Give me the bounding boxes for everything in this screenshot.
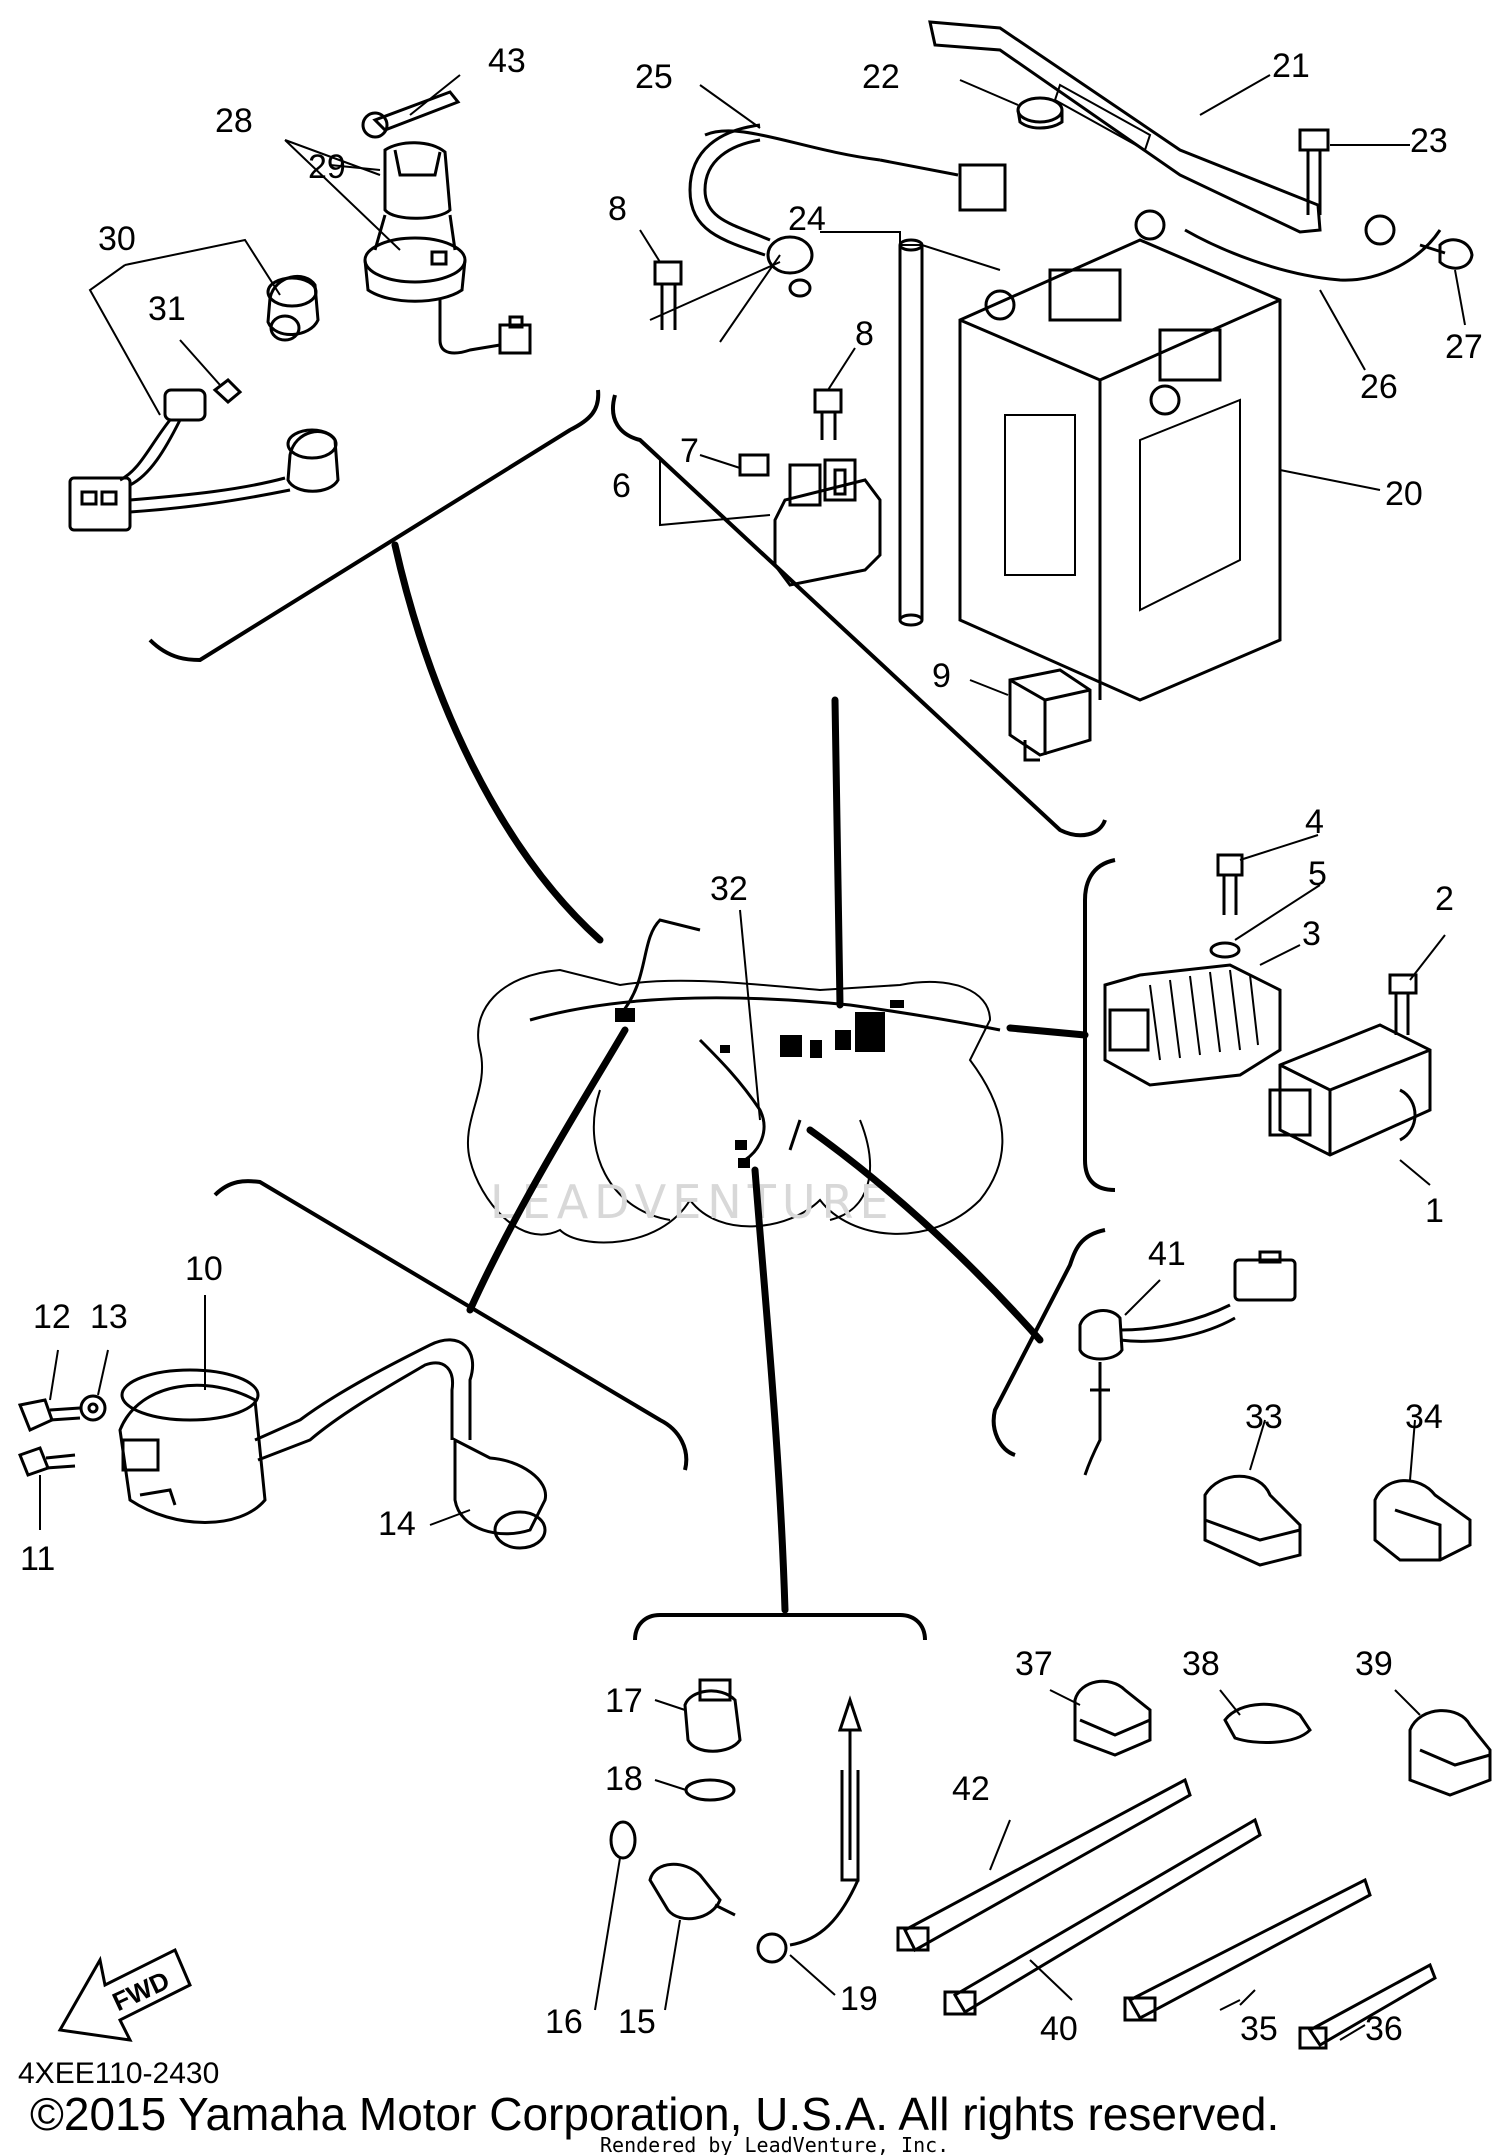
main-switch-assembly [68,90,532,532]
fwd-arrow: FWD [57,1947,192,2042]
callout-11: 11 [20,1540,55,1578]
neutral-switch-assembly [1078,1250,1297,1476]
callout-13: 13 [90,1298,128,1336]
callout-35: 35 [1240,2010,1278,2048]
callout-9: 9 [932,657,951,695]
callout-4: 4 [1305,803,1324,841]
callout-16: 16 [545,2003,583,2041]
atv-silhouette [466,968,1004,1244]
callout-17: 17 [605,1682,643,1720]
callout-25: 25 [635,58,673,96]
callout-32: 32 [710,870,748,908]
battery-assembly [649,20,1474,762]
callout-41: 41 [1148,1235,1186,1273]
watermark: LEADVENTURE [490,1175,895,1229]
callout-18: 18 [605,1760,643,1798]
ignition-coil-assembly [17,1338,547,1550]
cable-ties [896,1777,1437,2050]
callout-28: 28 [215,102,253,140]
rectifier-cdi-assembly [1103,853,1432,1157]
callout-23: 23 [1410,122,1448,160]
callout-43: 43 [488,42,526,80]
callout-38: 38 [1182,1645,1220,1683]
callout-1: 1 [1425,1192,1444,1230]
callout-3: 3 [1302,915,1321,953]
copyright-notice: ©2015 Yamaha Motor Corporation, U.S.A. A… [30,2088,1279,2140]
callout-2: 2 [1435,880,1454,918]
callout-31: 31 [148,290,186,328]
callout-42: 42 [952,1770,990,1808]
part-code: 4XEE110-2430 [18,2057,219,2090]
rendered-by: Rendered by LeadVenture, Inc. [600,2133,949,2155]
callout-leaders [39,74,1466,2041]
callout-8a: 8 [608,190,627,228]
callout-labels: 1 2 3 4 5 6 7 8 8 9 10 11 12 13 14 15 16… [20,42,1483,2048]
callout-15: 15 [618,2003,656,2041]
callout-14: 14 [378,1505,416,1543]
callout-39: 39 [1355,1645,1393,1683]
callout-12: 12 [33,1298,71,1336]
callout-21: 21 [1272,47,1310,85]
callout-22: 22 [862,58,900,96]
callout-8b: 8 [855,315,874,353]
callout-37: 37 [1015,1645,1053,1683]
clips [1073,1474,1492,1797]
callout-29: 29 [308,148,346,186]
group-brackets [148,389,1116,1641]
callout-24: 24 [788,200,826,238]
callout-27: 27 [1445,328,1483,366]
callout-6: 6 [612,467,631,505]
callout-7: 7 [680,432,699,470]
callout-33: 33 [1245,1398,1283,1436]
callout-34: 34 [1405,1398,1443,1436]
callout-36: 36 [1365,2010,1403,2048]
callout-20: 20 [1385,475,1423,513]
callout-10: 10 [185,1250,223,1288]
callout-19: 19 [840,1980,878,2018]
callout-26: 26 [1360,368,1398,406]
temperature-sensor-assembly [609,1678,863,1964]
wire-harness-center [529,918,1001,1168]
group-leaders [391,541,1089,1614]
callout-40: 40 [1040,2010,1078,2048]
callout-30: 30 [98,220,136,258]
callout-5: 5 [1308,855,1327,893]
